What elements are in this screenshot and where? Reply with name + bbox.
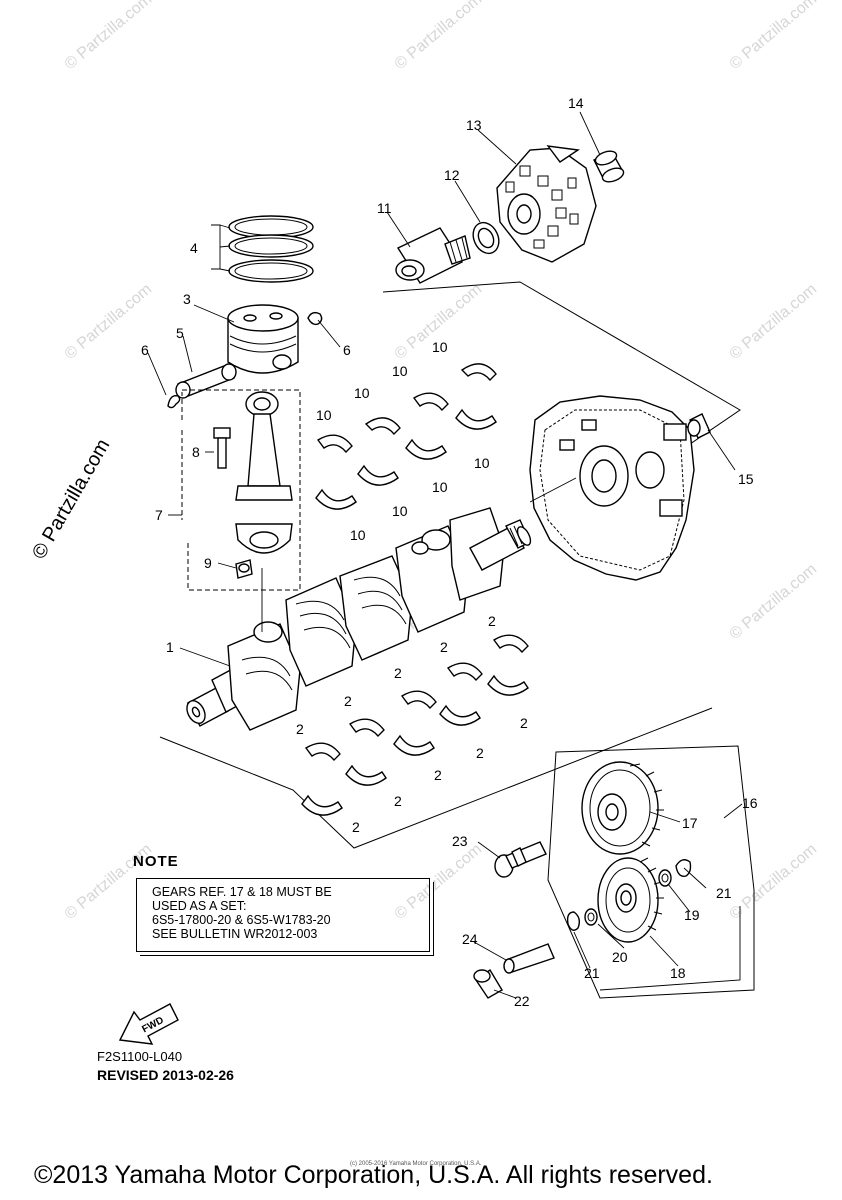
callout-19: 19 [684, 907, 700, 923]
note-line: 6S5-17800-20 & 6S5-W1783-20 [152, 913, 331, 927]
circlip-right-part[interactable] [307, 311, 323, 326]
callout-2e: 2 [296, 721, 304, 737]
callout-2b: 2 [440, 639, 448, 655]
circlip-left-part[interactable] [167, 395, 181, 409]
svg-text:© Partzilla.com: © Partzilla.com [727, 561, 821, 643]
circlip-upper-part[interactable] [675, 859, 692, 877]
seal-ring-part[interactable] [468, 218, 503, 257]
main-bearings-upper[interactable] [315, 363, 497, 510]
callout-2g: 2 [476, 745, 484, 761]
callout-10e: 10 [474, 455, 490, 471]
driven-gear-part[interactable] [597, 857, 664, 943]
note-line: GEARS REF. 17 & 18 MUST BE [152, 885, 332, 899]
callout-2a: 2 [488, 613, 496, 629]
callout-24: 24 [462, 931, 478, 947]
callout-6a: 6 [141, 342, 149, 358]
group-outline-lower [159, 707, 713, 849]
callout-20: 20 [612, 949, 628, 965]
piston-rings-part[interactable] [228, 215, 314, 283]
fwd-arrow-icon: FWD [118, 1003, 179, 1045]
callout-5: 5 [176, 325, 184, 341]
callout-17: 17 [682, 815, 698, 831]
washer-upper-part[interactable] [658, 869, 672, 887]
callout-12: 12 [444, 167, 460, 183]
callout-13: 13 [466, 117, 482, 133]
drive-gear-part[interactable] [581, 761, 664, 855]
note-title: NOTE [133, 853, 179, 870]
callout-6b: 6 [343, 342, 351, 358]
note-line: USED AS A SET: [152, 899, 247, 913]
leader-lines [147, 111, 743, 999]
callout-15: 15 [738, 471, 754, 487]
output-shaft-part[interactable] [395, 227, 471, 284]
plug-part[interactable] [593, 149, 626, 185]
gear-bolt-part[interactable] [494, 841, 547, 878]
callout-9: 9 [204, 555, 212, 571]
washer-lower-part[interactable] [584, 908, 598, 926]
connecting-rod-part[interactable] [235, 391, 293, 554]
svg-text:© Partzilla.com: © Partzilla.com [727, 841, 821, 923]
circlip-lower-part[interactable] [566, 911, 581, 931]
callout-10c: 10 [354, 385, 370, 401]
callout-10a: 10 [432, 339, 448, 355]
callout-21b: 21 [584, 965, 600, 981]
callout-7: 7 [155, 507, 163, 523]
note-line: SEE BULLETIN WR2012-003 [152, 927, 318, 941]
svg-text:© Partzilla.com: © Partzilla.com [392, 0, 486, 73]
drawing-code: F2S1100-L040 [97, 1049, 183, 1064]
callout-8: 8 [192, 444, 200, 460]
svg-text:© Partzilla.com: © Partzilla.com [727, 0, 821, 73]
revised-date: REVISED 2013-02-26 [97, 1067, 234, 1083]
cover-link-line [529, 477, 577, 503]
callout-16: 16 [742, 795, 758, 811]
callout-2i: 2 [394, 793, 402, 809]
callout-2h: 2 [434, 767, 442, 783]
callout-4: 4 [190, 240, 198, 256]
rod-nut-part[interactable] [235, 559, 253, 579]
callout-10f: 10 [432, 479, 448, 495]
footer-copyright: ©2013 Yamaha Motor Corporation, U.S.A. A… [34, 1161, 713, 1189]
callout-2f: 2 [520, 715, 528, 731]
callout-2d: 2 [344, 693, 352, 709]
tiny-copyright: (c) 2005-2016 Yamaha Motor Corporation, … [350, 1161, 482, 1167]
callout-2c: 2 [394, 665, 402, 681]
group-outline-gears [547, 745, 755, 999]
conrod-group-box [181, 389, 301, 591]
callout-10h: 10 [350, 527, 366, 543]
gear-pin-part[interactable] [503, 943, 555, 974]
callout-18: 18 [670, 965, 686, 981]
piston-pin-part[interactable] [175, 363, 237, 399]
rod-bolt-part[interactable] [213, 427, 231, 469]
callout-3: 3 [183, 291, 191, 307]
callout-2j: 2 [352, 819, 360, 835]
callout-10b: 10 [392, 363, 408, 379]
main-bearings-lower[interactable] [301, 634, 529, 816]
callout-10g: 10 [392, 503, 408, 519]
callout-10d: 10 [316, 407, 332, 423]
callout-1: 1 [166, 639, 174, 655]
callouts: 14 13 12 11 4 3 5 6 6 8 7 9 1 10 10 10 1… [141, 95, 758, 1009]
callout-11: 11 [377, 200, 392, 216]
callout-21a: 21 [716, 885, 732, 901]
crankcase-cover-part[interactable] [529, 395, 711, 581]
bearing-housing-part[interactable] [496, 145, 597, 263]
note-box: GEARS REF. 17 & 18 MUST BE USED AS A SET… [136, 878, 430, 952]
collar-part[interactable] [473, 968, 503, 999]
svg-text:© Partzilla.com: © Partzilla.com [727, 281, 821, 363]
piston-part[interactable] [227, 304, 299, 374]
watermarks: © Partzilla.com © Partzilla.com © Partzi… [62, 0, 821, 923]
callout-23: 23 [452, 833, 468, 849]
callout-14: 14 [568, 95, 584, 111]
callout-22: 22 [514, 993, 530, 1009]
crankshaft-part[interactable] [183, 507, 533, 731]
svg-text:© Partzilla.com: © Partzilla.com [62, 0, 156, 73]
